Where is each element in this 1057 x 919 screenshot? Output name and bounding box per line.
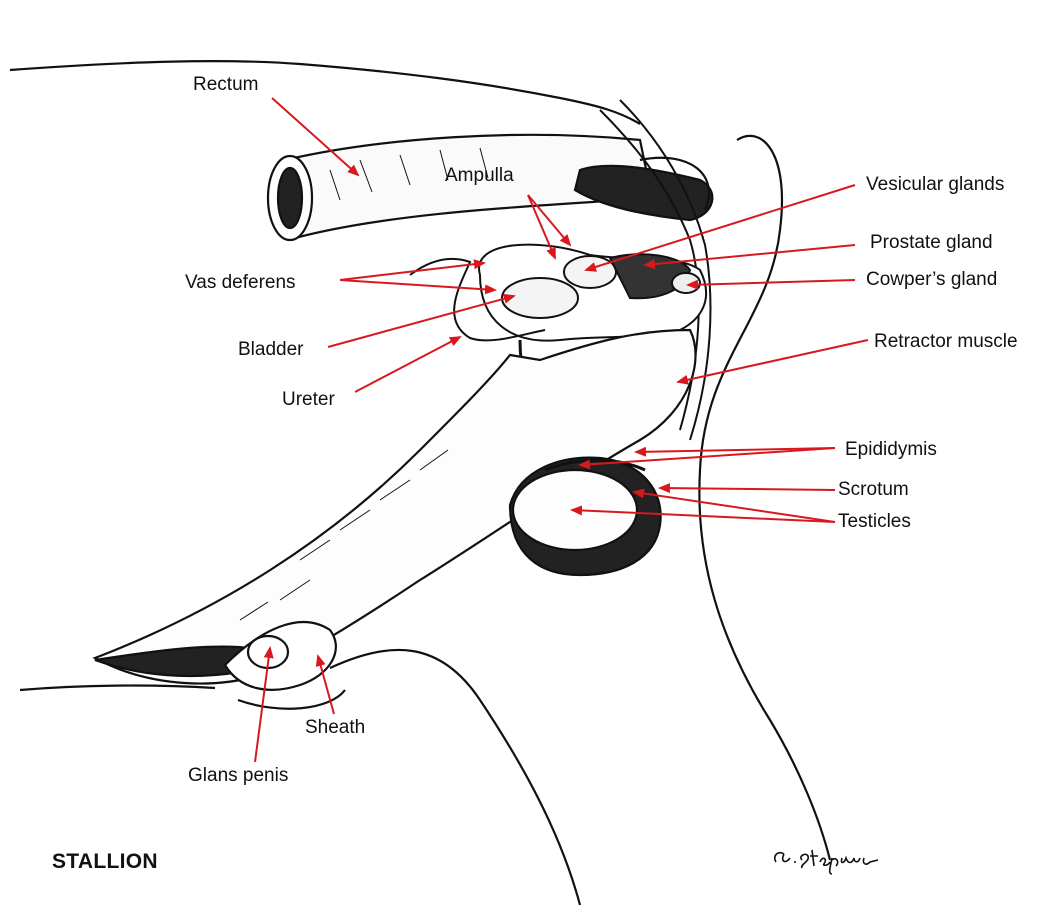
label-prostate-gland: Prostate gland <box>870 233 993 252</box>
leader-cowpers <box>688 280 855 285</box>
label-ampulla: Ampulla <box>445 166 514 185</box>
hind-leg-outline <box>699 136 830 860</box>
label-cowpers-gland: Cowper’s gland <box>866 270 997 289</box>
leader-prostate <box>645 245 855 265</box>
rectum-lumen <box>278 168 302 228</box>
leader-bladder <box>328 296 514 347</box>
belly-outline <box>20 686 215 690</box>
leader-ureter <box>355 337 460 392</box>
diagram-title: STALLION <box>52 850 158 874</box>
scrotum-group <box>510 458 661 575</box>
label-ureter: Ureter <box>282 390 335 409</box>
label-bladder: Bladder <box>238 340 304 359</box>
leader-vas-2 <box>340 280 495 290</box>
artist-signature <box>770 840 885 876</box>
label-vesicular-glands: Vesicular glands <box>866 175 1004 194</box>
label-epididymis: Epididymis <box>845 440 937 459</box>
rectum <box>268 135 712 240</box>
bladder <box>502 278 578 318</box>
cowpers-gland <box>672 273 700 293</box>
back-outline <box>10 61 640 124</box>
vesicular-gland <box>564 256 616 288</box>
label-sheath: Sheath <box>305 718 365 737</box>
label-vas-deferens: Vas deferens <box>185 273 296 292</box>
label-glans-penis: Glans penis <box>188 766 288 785</box>
thigh-outline <box>330 650 580 905</box>
leader-scrotum <box>660 488 835 490</box>
label-rectum: Rectum <box>193 75 258 94</box>
label-testicles: Testicles <box>838 512 911 531</box>
label-scrotum: Scrotum <box>838 480 909 499</box>
rectum-far-end <box>575 166 712 220</box>
label-retractor-muscle: Retractor muscle <box>874 332 1018 351</box>
